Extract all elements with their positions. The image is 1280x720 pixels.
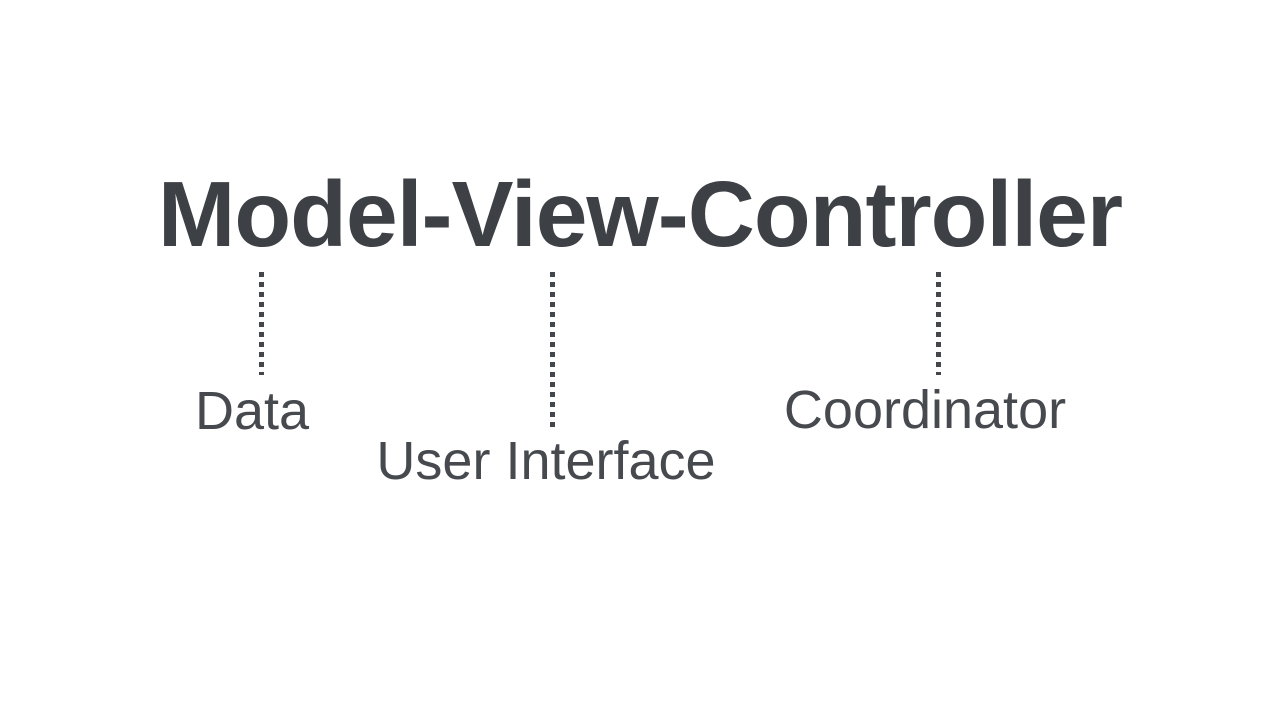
controller-dotted-connector [936,272,941,375]
model-annotation-label: Data [194,381,310,441]
controller-annotation-label: Coordinator [783,380,1067,440]
view-dotted-connector [550,272,555,428]
diagram-title: Model-View-Controller [157,162,1123,266]
model-dotted-connector [259,272,264,375]
view-annotation-label: User Interface [376,431,716,491]
